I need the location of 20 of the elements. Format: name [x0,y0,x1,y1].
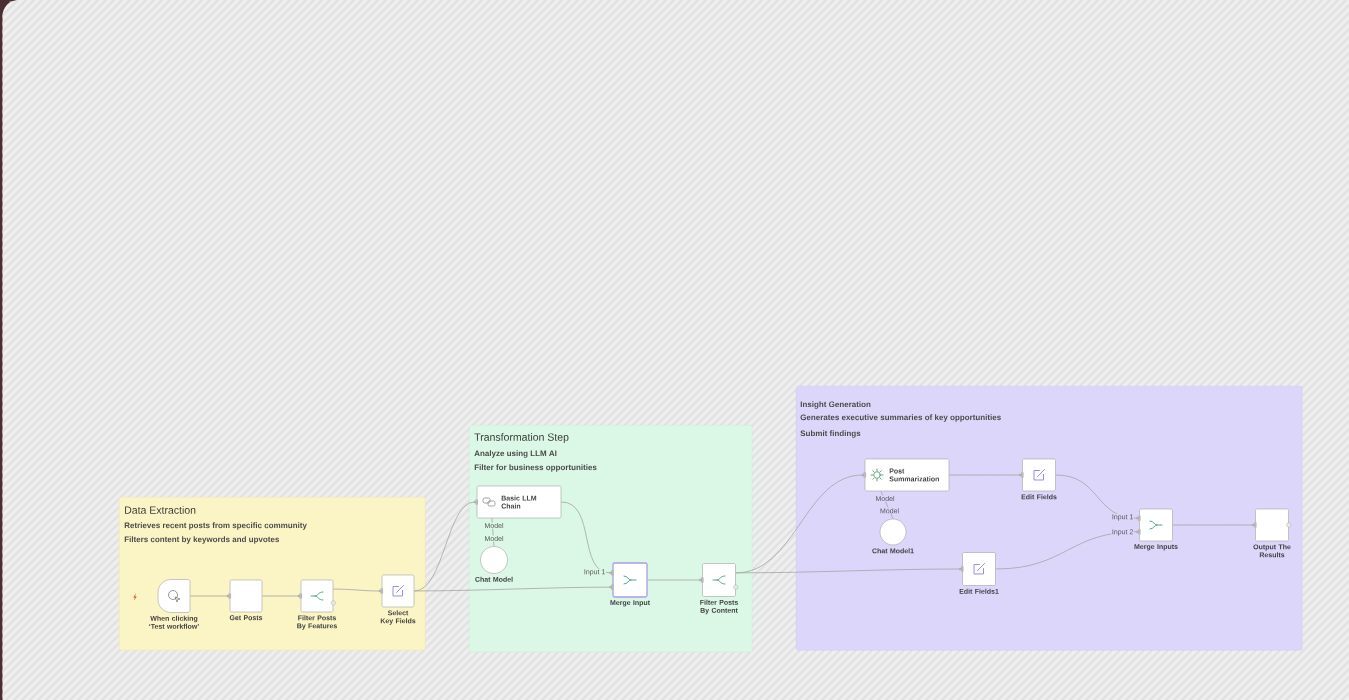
note-heading: Transformation Step [474,433,569,443]
arrow [413,585,612,592]
note-heading: Data Extraction [125,506,196,514]
arrow [261,594,301,598]
arrow [735,567,962,574]
arrow [1055,474,1139,520]
arrow [1172,523,1255,527]
note-text: Insight Generation [800,401,871,409]
arrow [560,501,612,575]
note-text: Filters content by keywords and upvotes [124,536,280,544]
note-text: Analyze using LLM AI [474,450,557,458]
arrow [995,530,1139,570]
arrow [332,588,382,593]
note-text: Submit findings [800,430,861,438]
arrow [647,578,702,582]
arrow [948,473,1022,477]
note-text: Filter for business opportunities [474,464,597,472]
note-text: Retrieves recent posts from specific community [124,522,307,530]
arrow [189,594,230,598]
note-text: Generates executive summaries of key opportunities [800,414,1001,422]
